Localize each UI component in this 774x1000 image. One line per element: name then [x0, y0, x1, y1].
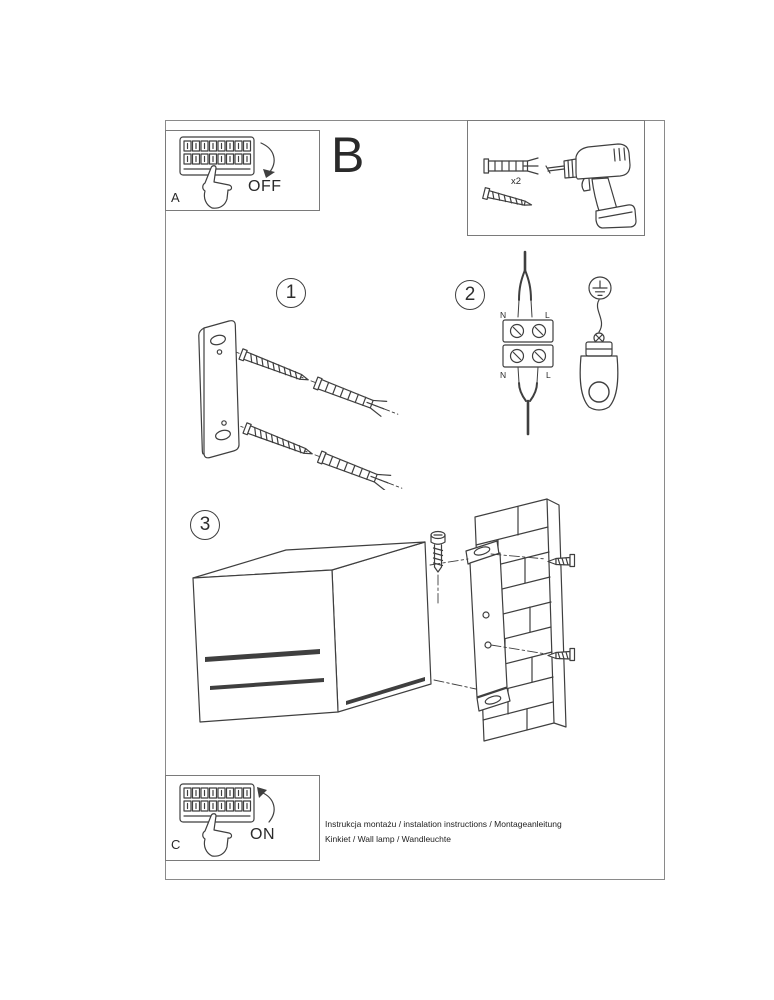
step-1-badge: 1 [276, 278, 306, 308]
terminal-label-n-bottom: N [500, 370, 507, 380]
mounting-illustration [192, 498, 576, 742]
terminal-block-icon [502, 319, 554, 368]
fixing-screw-icon [547, 647, 576, 662]
tools-illustration [482, 143, 637, 229]
power-on-box [165, 775, 320, 861]
hand-icon [202, 813, 233, 857]
flip-down-arrow-icon [260, 142, 275, 174]
page-border-frame [165, 120, 665, 880]
wall-plug-icon [483, 157, 539, 175]
box-c-label: C [171, 837, 181, 852]
terminal-label-l-top: L [545, 310, 550, 320]
bracket-and-anchors-illustration [198, 320, 406, 490]
mounting-bracket-icon [198, 320, 240, 459]
breaker-panel-off-illustration [179, 136, 275, 209]
breaker-panel-on-illustration [179, 783, 275, 857]
power-on-text: ON [250, 826, 275, 843]
caption-line-2: Kinkiet / Wall lamp / Wandleuchte [325, 834, 451, 844]
fixing-screw-icon [547, 553, 576, 568]
terminal-label-l-bottom: L [546, 370, 551, 380]
earth-symbol-icon [588, 276, 612, 300]
flip-up-arrow-icon [260, 791, 275, 823]
cube-lamp-icon [192, 541, 432, 723]
top-screw-icon [430, 530, 446, 573]
terminal-label-n-top: N [500, 310, 507, 320]
included-parts-box [467, 120, 645, 236]
step-3-badge: 3 [190, 510, 220, 540]
screw-icon [482, 187, 533, 206]
footer-caption: Instrukcja montażu / instalation instruc… [325, 817, 660, 847]
power-off-box [165, 130, 320, 211]
wiring-diagram-illustration [502, 250, 619, 436]
step-2-badge: 2 [455, 280, 485, 310]
ceiling-cup-icon [579, 332, 619, 411]
variant-label: B [331, 127, 365, 183]
caption-line-1: Instrukcja montażu / instalation instruc… [325, 819, 562, 829]
drill-icon [545, 143, 637, 229]
box-a-label: A [171, 190, 180, 205]
wall-bracket-icon [465, 540, 511, 712]
anchor-quantity-label: x2 [511, 176, 522, 187]
hand-icon [202, 165, 233, 209]
power-off-text: OFF [248, 178, 282, 195]
